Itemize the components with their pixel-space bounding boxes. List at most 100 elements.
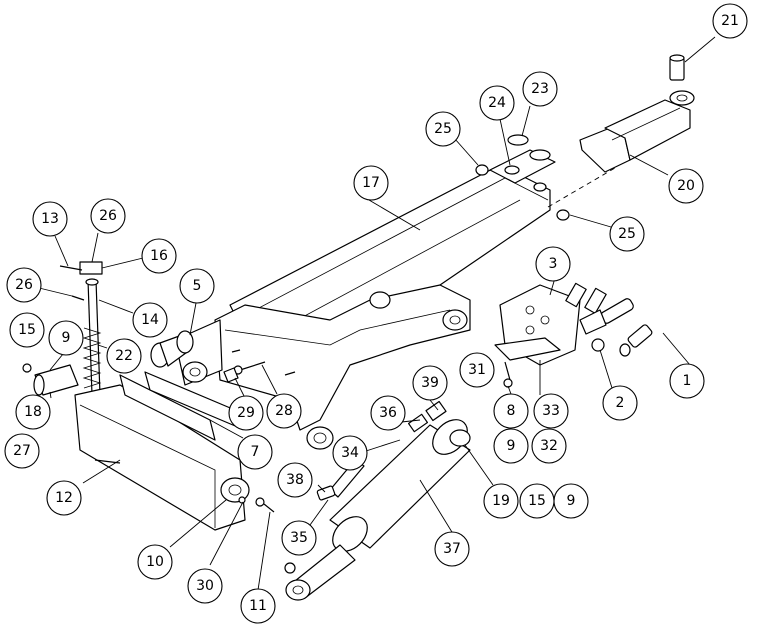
callout-circle bbox=[48, 320, 84, 356]
callout-circle bbox=[132, 302, 168, 338]
callout-29: 29 bbox=[228, 395, 264, 431]
callout-circle bbox=[669, 363, 705, 399]
callout-35: 35 bbox=[281, 520, 317, 556]
callout-circle bbox=[141, 238, 177, 274]
callout-circle bbox=[412, 365, 448, 401]
callout-number: 2 bbox=[616, 395, 625, 411]
callout-36: 36 bbox=[370, 395, 406, 431]
callout-23: 23 bbox=[522, 71, 558, 107]
callout-number: 16 bbox=[150, 248, 168, 264]
callout-26-top: 26 bbox=[90, 198, 126, 234]
callout-number: 3 bbox=[549, 256, 558, 272]
callout-number: 28 bbox=[275, 403, 293, 419]
callout-15-left: 15 bbox=[9, 312, 45, 348]
callout-circle bbox=[90, 198, 126, 234]
callout-26-left: 26 bbox=[6, 267, 42, 303]
callout-number: 33 bbox=[542, 403, 560, 419]
callout-2: 2 bbox=[602, 385, 638, 421]
callout-number: 22 bbox=[115, 348, 133, 364]
callout-5: 5 bbox=[179, 268, 215, 304]
callout-circle bbox=[353, 165, 389, 201]
callout-number: 25 bbox=[434, 121, 452, 137]
callout-number: 26 bbox=[99, 208, 117, 224]
callout-18: 18 bbox=[15, 394, 51, 430]
callout-circle bbox=[106, 338, 142, 374]
callout-circle bbox=[425, 111, 461, 147]
callout-number: 34 bbox=[341, 445, 359, 461]
callout-number: 20 bbox=[677, 178, 695, 194]
callout-number: 11 bbox=[249, 598, 267, 614]
callout-33: 33 bbox=[533, 393, 569, 429]
callout-number: 32 bbox=[540, 438, 558, 454]
callout-number: 30 bbox=[196, 578, 214, 594]
callout-19: 19 bbox=[483, 483, 519, 519]
callout-11: 11 bbox=[240, 588, 276, 624]
callout-number: 10 bbox=[146, 554, 164, 570]
callout-circle bbox=[459, 352, 495, 388]
callout-number: 9 bbox=[507, 438, 516, 454]
callout-circle bbox=[237, 434, 273, 470]
callout-number: 18 bbox=[24, 404, 42, 420]
callout-9-mid: 9 bbox=[493, 428, 529, 464]
callout-34: 34 bbox=[332, 435, 368, 471]
callout-circle bbox=[609, 216, 645, 252]
callout-circle bbox=[4, 433, 40, 469]
callout-number: 26 bbox=[15, 277, 33, 293]
callout-number: 36 bbox=[379, 405, 397, 421]
callout-number: 24 bbox=[488, 95, 506, 111]
callout-number: 29 bbox=[237, 405, 255, 421]
callout-number: 31 bbox=[468, 362, 486, 378]
callout-circle bbox=[535, 246, 571, 282]
callout-9-right: 9 bbox=[553, 483, 589, 519]
callout-21: 21 bbox=[712, 3, 748, 39]
callout-circle bbox=[519, 483, 555, 519]
callout-circle bbox=[602, 385, 638, 421]
hydraulic-cylinder bbox=[284, 400, 471, 601]
callout-number: 13 bbox=[41, 211, 59, 227]
callout-10: 10 bbox=[137, 544, 173, 580]
callout-circle bbox=[668, 168, 704, 204]
callout-25-right: 25 bbox=[609, 216, 645, 252]
callout-circle bbox=[522, 71, 558, 107]
callout-number: 21 bbox=[721, 13, 739, 29]
callout-circle bbox=[137, 544, 173, 580]
callout-32: 32 bbox=[531, 428, 567, 464]
callout-17: 17 bbox=[353, 165, 389, 201]
callout-number: 38 bbox=[286, 472, 304, 488]
base-plate bbox=[22, 363, 275, 531]
callout-number: 14 bbox=[141, 312, 159, 328]
callout-circle bbox=[240, 588, 276, 624]
callout-number: 35 bbox=[290, 530, 308, 546]
callout-12: 12 bbox=[46, 480, 82, 516]
handle-assembly bbox=[59, 261, 103, 396]
callout-circle bbox=[332, 435, 368, 471]
callout-8: 8 bbox=[493, 393, 529, 429]
callout-31: 31 bbox=[459, 352, 495, 388]
callout-circle bbox=[370, 395, 406, 431]
callout-circle bbox=[533, 393, 569, 429]
callout-circle bbox=[493, 393, 529, 429]
callouts: 1 2 3 5 7 8 9 9 9 10 11 12 13 14 15 15 1… bbox=[4, 3, 748, 624]
callout-number: 9 bbox=[567, 493, 576, 509]
callout-1: 1 bbox=[669, 363, 705, 399]
callout-28: 28 bbox=[266, 393, 302, 429]
valve-block bbox=[494, 282, 653, 388]
callout-circle bbox=[46, 480, 82, 516]
callout-number: 19 bbox=[492, 493, 510, 509]
callout-number: 15 bbox=[528, 493, 546, 509]
leader-lines bbox=[34, 36, 716, 591]
parts-drawing bbox=[22, 54, 695, 601]
callout-circle bbox=[266, 393, 302, 429]
callout-circle bbox=[277, 462, 313, 498]
callout-circle bbox=[9, 312, 45, 348]
callout-27: 27 bbox=[4, 433, 40, 469]
callout-number: 23 bbox=[531, 81, 549, 97]
callout-20: 20 bbox=[668, 168, 704, 204]
callout-circle bbox=[32, 201, 68, 237]
callout-15-right: 15 bbox=[519, 483, 555, 519]
callout-circle bbox=[228, 395, 264, 431]
boom-arm bbox=[174, 149, 556, 450]
boom-extension bbox=[547, 54, 695, 208]
callout-39: 39 bbox=[412, 365, 448, 401]
